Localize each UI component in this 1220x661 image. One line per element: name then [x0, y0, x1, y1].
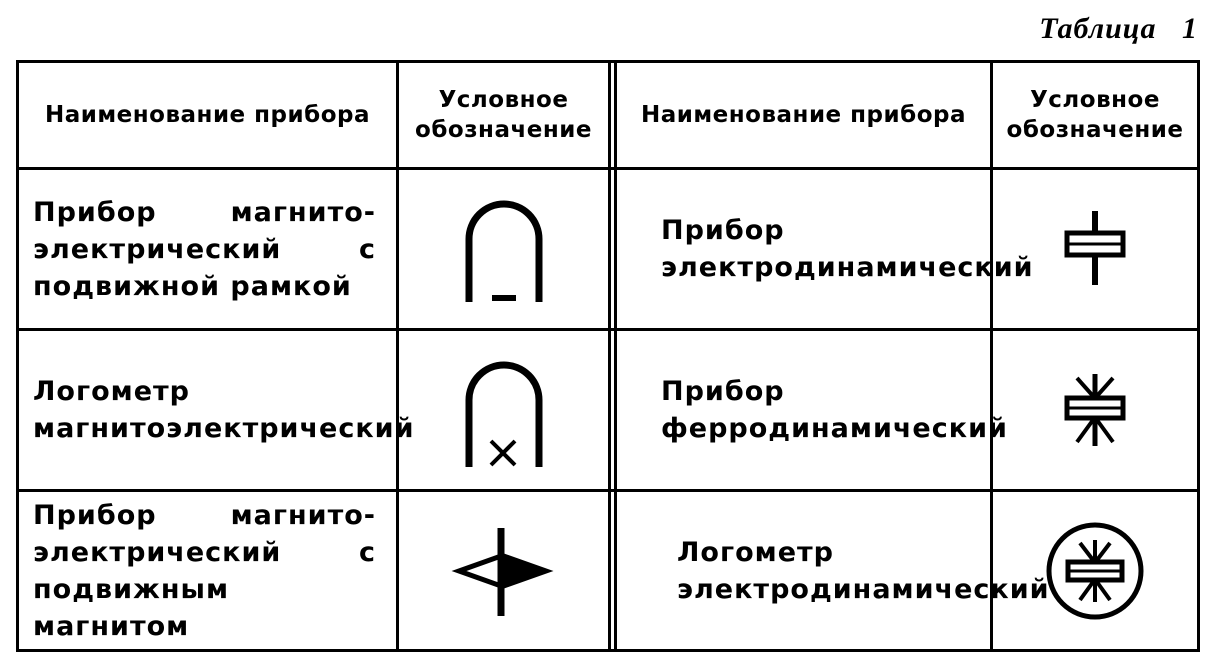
header-symbol-right: Условное обозначение [1006, 87, 1184, 143]
header-name-left: Наименование прибора [45, 102, 370, 128]
magnetoelectric-ratiometer-icon [399, 331, 608, 489]
center-divider-b [614, 63, 617, 649]
moving-coil-icon [399, 170, 608, 328]
instrument-symbols-table: Наименование прибора Условное обозначени… [16, 60, 1200, 652]
electrodynamic-icon [993, 170, 1197, 328]
moving-magnet-icon [399, 492, 608, 649]
row2-left-name: Логометр магнитоэлектрический [33, 376, 415, 444]
header-divider [19, 167, 1197, 170]
column-divider [396, 63, 399, 649]
header-symbol-left: Условное обозначение [415, 87, 592, 143]
row3-right-name: Логометр электродинамический [677, 536, 1050, 605]
center-divider-a [608, 63, 611, 649]
header-name-right: Наименование прибора [641, 102, 966, 128]
row3-left-name: Прибор магнито-электрический с подвижным… [33, 499, 376, 642]
row1-left-name: Прибор магнито-электрический с подвижной… [33, 196, 376, 302]
electrodynamic-ratiometer-icon [993, 492, 1197, 649]
row-divider [19, 489, 1197, 492]
row1-right-name: Прибор электродинамический [661, 215, 1034, 283]
ferrodynamic-icon [993, 331, 1197, 489]
row-divider [19, 328, 1197, 331]
row2-right-name: Прибор ферродинамический [661, 376, 1008, 444]
column-divider [990, 63, 993, 649]
table-caption: Таблица 1 [1039, 12, 1198, 45]
